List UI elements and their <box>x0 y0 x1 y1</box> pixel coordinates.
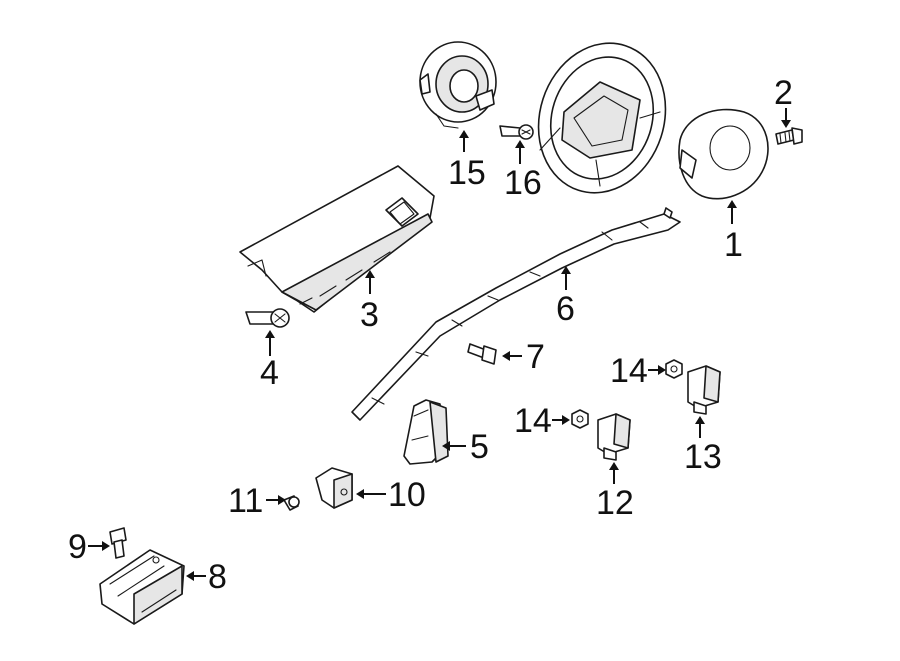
part-bolt-7[interactable] <box>467 343 497 365</box>
part-nut-14b[interactable] <box>665 359 683 379</box>
callout-14b: 14 <box>610 352 648 390</box>
callout-15: 15 <box>448 154 486 192</box>
leader-lines <box>88 108 791 581</box>
callout-6: 6 <box>556 290 575 328</box>
callout-11: 11 <box>228 482 263 520</box>
part-driver-airbag[interactable] <box>678 108 769 200</box>
part-control-module[interactable] <box>99 549 185 625</box>
part-passenger-airbag[interactable] <box>239 165 435 313</box>
callout-3: 3 <box>360 296 379 334</box>
part-screw-4[interactable] <box>245 308 290 328</box>
steering-wheel <box>537 42 667 194</box>
part-sensor-13[interactable] <box>687 365 721 415</box>
callout-12: 12 <box>596 484 634 522</box>
part-bolt-11[interactable] <box>283 495 300 511</box>
callout-13: 13 <box>684 438 722 476</box>
callout-2: 2 <box>774 74 793 112</box>
part-side-airbag[interactable] <box>403 399 449 465</box>
callout-7: 7 <box>526 338 545 376</box>
part-clock-spring[interactable] <box>419 41 497 129</box>
part-screw-16[interactable] <box>499 124 534 140</box>
callout-4: 4 <box>260 354 279 392</box>
part-sensor-10[interactable] <box>315 467 353 509</box>
callout-5: 5 <box>470 428 489 466</box>
part-nut-14a[interactable] <box>571 409 589 429</box>
part-bolt-9[interactable] <box>109 527 127 559</box>
callout-8: 8 <box>208 558 227 596</box>
part-sensor-12[interactable] <box>597 413 631 461</box>
callout-16: 16 <box>504 164 542 202</box>
callout-10: 10 <box>388 476 426 514</box>
callout-1: 1 <box>724 226 743 264</box>
part-curtain-airbag[interactable] <box>351 207 681 421</box>
part-bolt-2[interactable] <box>775 127 803 145</box>
callout-14a: 14 <box>514 402 552 440</box>
callout-9: 9 <box>68 528 87 566</box>
